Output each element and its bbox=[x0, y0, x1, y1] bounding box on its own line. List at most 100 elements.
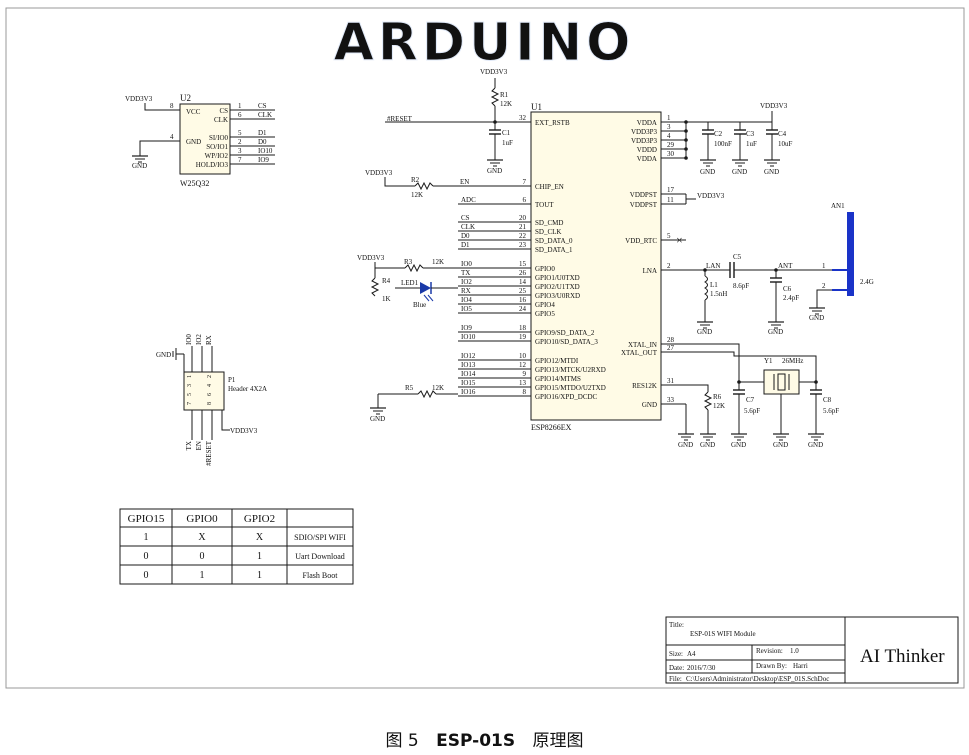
table-cell: 1 bbox=[257, 570, 262, 581]
lan-label: LAN bbox=[706, 262, 720, 270]
header-net-label: RX bbox=[205, 335, 213, 345]
net-label: #RESET bbox=[387, 115, 413, 123]
r4-value: 1K bbox=[382, 295, 391, 303]
mcu-pin-name: GPIO14/MTMS bbox=[535, 375, 581, 383]
title-block: Title: ESP-01S WIFI Module Size: A4 Revi… bbox=[665, 616, 959, 684]
gnd-label: GND bbox=[487, 167, 502, 175]
flash-pin-num: 2 bbox=[238, 138, 242, 146]
antenna-value: 2.4G bbox=[860, 278, 874, 286]
mcu-pin-num: 7 bbox=[523, 178, 527, 186]
mcu-net-label: IO4 bbox=[461, 296, 472, 304]
mcu-pin-name: GPIO5 bbox=[535, 310, 555, 318]
mcu-net-label: CS bbox=[461, 214, 470, 222]
caption-suffix: 原理图 bbox=[532, 731, 584, 751]
mcu-pin-name: VDDD bbox=[637, 146, 657, 154]
company-name: AI Thinker bbox=[860, 646, 945, 667]
table-cell: X bbox=[256, 532, 264, 543]
c1-ref: C1 bbox=[502, 129, 511, 137]
flash-pin-name: CS bbox=[219, 107, 228, 115]
header-pin-num: 4 bbox=[207, 384, 213, 387]
r6-ref: R6 bbox=[713, 393, 722, 401]
y1-value: 26MHz bbox=[782, 357, 803, 365]
file-value: C:\Users\Administrator\Desktop\ESP_01S.S… bbox=[686, 675, 829, 683]
flash-vdd-label: VDD3V3 bbox=[125, 95, 153, 103]
antenna-an1: AN1 1 2 2.4G GND bbox=[808, 202, 874, 322]
mcu-pin-name: XTAL_OUT bbox=[621, 349, 658, 357]
c8-ref: C8 bbox=[823, 396, 832, 404]
gnd-label: GND bbox=[370, 415, 385, 423]
mcu-pin-num: 2 bbox=[667, 262, 671, 270]
mcu-pin-name: GPIO12/MTDI bbox=[535, 357, 579, 365]
c8-value: 5.6pF bbox=[823, 407, 839, 415]
l1-ref: L1 bbox=[710, 281, 718, 289]
r4-ref: R4 bbox=[382, 277, 391, 285]
mcu-pin-num: 22 bbox=[519, 232, 527, 240]
flash-pin-name: WP/IO2 bbox=[205, 152, 229, 160]
header-part: Header 4X2A bbox=[228, 385, 267, 393]
mcu-net-label: IO15 bbox=[461, 379, 476, 387]
power-vdd-label: VDD3V3 bbox=[760, 102, 788, 110]
r2-ref: R2 bbox=[411, 176, 420, 184]
flash-pin-num: 1 bbox=[238, 102, 242, 110]
c2-value: 100nF bbox=[714, 140, 732, 148]
net-label: EN bbox=[460, 178, 469, 186]
table-cell: 1 bbox=[257, 551, 262, 562]
r5-ref: R5 bbox=[405, 384, 414, 392]
c2-ref: C2 bbox=[714, 130, 723, 138]
c7-value: 5.6pF bbox=[744, 407, 760, 415]
flash-net-label: CLK bbox=[258, 111, 272, 119]
table-cell: 0 bbox=[200, 551, 205, 562]
flash-pin-num: 4 bbox=[170, 133, 174, 141]
mcu-part: ESP8266EX bbox=[531, 423, 572, 432]
mcu-pin-num: 12 bbox=[519, 361, 527, 369]
flash-chip-u2: U2 W25Q32 VDD3V3 8 VCC GND 4 GND 1CSCS6C… bbox=[125, 93, 275, 188]
header-ref: P1 bbox=[228, 376, 236, 384]
flash-pin-num: 7 bbox=[238, 156, 242, 164]
gnd-label: GND bbox=[809, 314, 824, 322]
flash-pin-name: VCC bbox=[186, 108, 201, 116]
mcu-pin-name: CHIP_EN bbox=[535, 183, 564, 191]
res12k-gnd: R6 12K GND GND bbox=[677, 384, 725, 449]
flash-pin-name: SI/IO0 bbox=[209, 134, 229, 142]
gnd-label: GND bbox=[700, 168, 715, 176]
mcu-pin-name: GPIO4 bbox=[535, 301, 555, 309]
mcu-pin-name: VDDPST bbox=[630, 201, 658, 209]
mcu-pin-num: 23 bbox=[519, 241, 527, 249]
mcu-pin-num: 25 bbox=[519, 287, 527, 295]
gpio15-pulldown: R5 12K GND bbox=[369, 384, 458, 423]
figure-caption: 图 5 ESP-01S 原理图 bbox=[0, 726, 969, 751]
table-header-cell: GPIO0 bbox=[186, 513, 218, 525]
header-net-label: IO2 bbox=[195, 334, 203, 345]
mcu-pin-num: 1 bbox=[667, 114, 671, 122]
mcu-pin-name: RES12K bbox=[632, 382, 657, 390]
watermark: ARDUINO bbox=[334, 13, 635, 73]
r3-ref: R3 bbox=[404, 258, 413, 266]
mcu-pin-num: 11 bbox=[667, 196, 674, 204]
esp8266-chip-u1: U1 ESP8266EX 32EXT_RSTB7CHIP_EN6TOUTADC2… bbox=[458, 102, 686, 432]
mcu-net-label: IO10 bbox=[461, 333, 476, 341]
r2-vdd-label: VDD3V3 bbox=[365, 169, 393, 177]
mcu-pin-name: TOUT bbox=[535, 201, 554, 209]
header-vdd-label: VDD3V3 bbox=[230, 427, 258, 435]
mcu-pin-name: VDD_RTC bbox=[625, 237, 657, 245]
mcu-ref: U1 bbox=[531, 102, 542, 112]
revision-value: 1.0 bbox=[790, 647, 799, 655]
mcu-pin-num: 32 bbox=[519, 114, 527, 122]
r6-value: 12K bbox=[713, 402, 725, 410]
c5-ref: C5 bbox=[733, 253, 742, 261]
header-pin-num: 5 bbox=[187, 393, 193, 396]
mcu-pin-num: 4 bbox=[667, 132, 671, 140]
header-gnd-label: GND bbox=[156, 351, 171, 359]
mcu-pin-name: XTAL_IN bbox=[628, 341, 657, 349]
mcu-pin-name: GPIO15/MTDO/U2TXD bbox=[535, 384, 606, 392]
c1-value: 1uF bbox=[502, 139, 513, 147]
mcu-pin-num: 21 bbox=[519, 223, 527, 231]
table-cell: SDIO/SPI WIFI bbox=[294, 533, 346, 542]
r2-value: 12K bbox=[411, 191, 423, 199]
header-pin-num: 1 bbox=[187, 375, 193, 378]
r1-ref: R1 bbox=[500, 91, 509, 99]
flash-part: W25Q32 bbox=[180, 179, 209, 188]
